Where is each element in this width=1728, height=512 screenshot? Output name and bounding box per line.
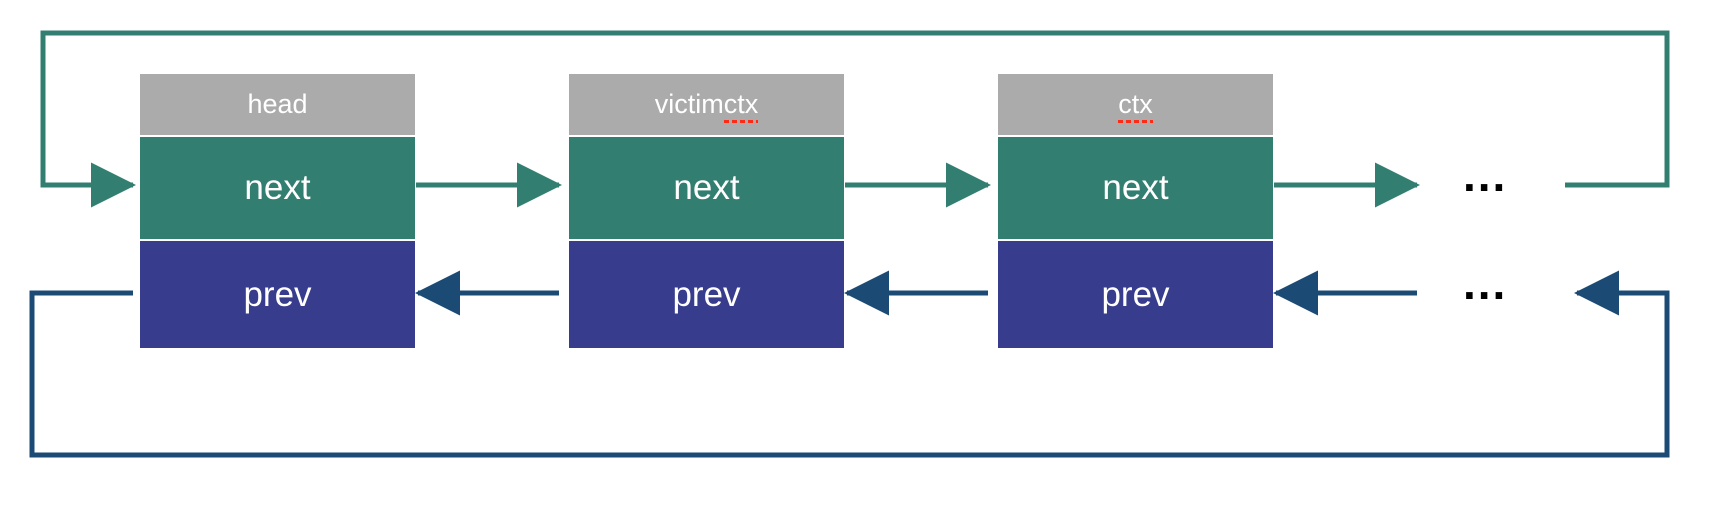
list-node-head[interactable]: head next prev xyxy=(140,74,415,348)
node-next-label: next xyxy=(244,168,311,207)
node-field-next: next xyxy=(569,135,844,241)
node-label-text-misspelled: ctx xyxy=(1118,89,1153,123)
node-next-label: next xyxy=(1102,168,1169,207)
list-node-ctx[interactable]: ctx next prev xyxy=(998,74,1273,348)
ellipsis-prev-chain: ... xyxy=(1463,257,1508,309)
list-node-victim-ctx[interactable]: victim ctx next prev xyxy=(569,74,844,348)
prev-wraparound-loop xyxy=(29,270,1670,458)
node-prev-label: prev xyxy=(243,274,312,314)
node-field-prev: prev xyxy=(998,241,1273,348)
ellipsis-next-chain: ... xyxy=(1463,149,1508,201)
next-wraparound-loop xyxy=(40,30,1670,208)
node-label-text: head xyxy=(247,89,308,119)
node-prev-label: prev xyxy=(1101,274,1170,314)
node-next-label: next xyxy=(673,168,740,207)
node-field-prev: prev xyxy=(140,241,415,348)
node-label-head: head xyxy=(140,74,415,135)
node-label-ctx: ctx xyxy=(998,74,1273,135)
node-field-prev: prev xyxy=(569,241,844,348)
node-label-text-misspelled: ctx xyxy=(723,89,759,123)
node-field-next: next xyxy=(998,135,1273,241)
node-label-victim-ctx: victim ctx xyxy=(569,74,844,135)
node-label-text-plain: victim xyxy=(654,89,724,119)
node-field-next: next xyxy=(140,135,415,241)
node-prev-label: prev xyxy=(672,274,741,314)
